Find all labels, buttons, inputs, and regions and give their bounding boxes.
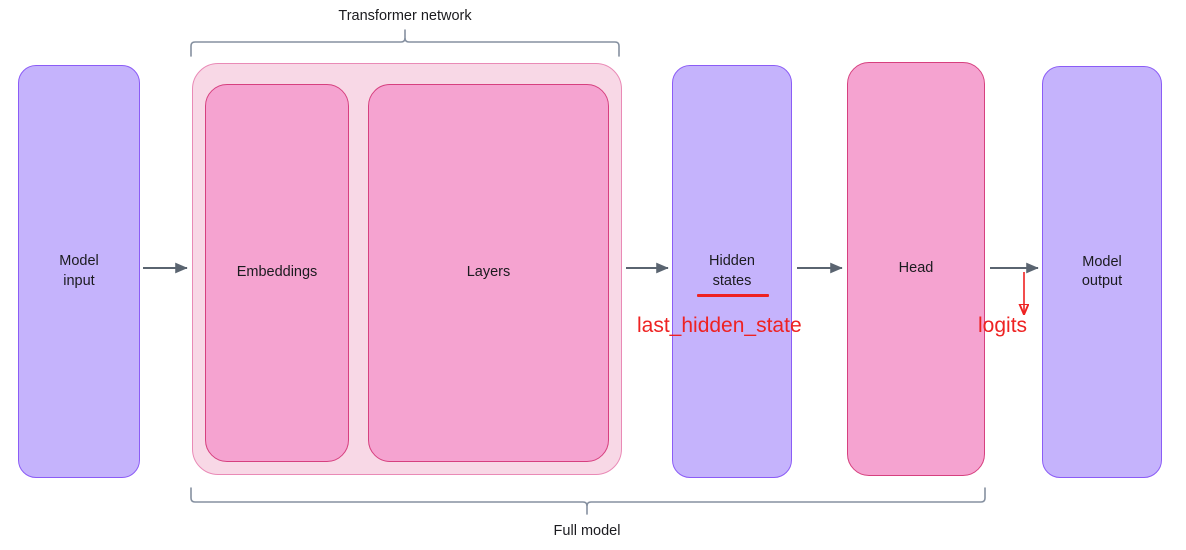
full-model-bracket-label: Full model xyxy=(553,523,621,539)
transformer-network-bracket-label: Transformer network xyxy=(338,8,472,24)
model-output-box[interactable]: Model output xyxy=(1042,66,1162,478)
layers-label: Layers xyxy=(466,264,511,281)
model-input-box[interactable]: Model input xyxy=(18,65,140,478)
head-label: Head xyxy=(898,260,934,277)
model-output-label: Model output xyxy=(1081,253,1123,289)
embeddings-label: Embeddings xyxy=(236,264,318,281)
hidden-states-underline xyxy=(697,294,769,297)
logits-annotation: logits xyxy=(978,314,1028,337)
embeddings-box[interactable]: Embeddings xyxy=(205,84,349,462)
layers-box[interactable]: Layers xyxy=(368,84,609,462)
full-model-bracket xyxy=(190,487,986,515)
last-hidden-state-annotation: last_hidden_state xyxy=(637,314,802,337)
head-box[interactable]: Head xyxy=(847,62,985,476)
model-input-label: Model input xyxy=(59,253,99,289)
hidden-states-label: Hidden states xyxy=(709,253,755,289)
transformer-network-bracket xyxy=(190,29,620,57)
hidden-states-box[interactable]: Hidden states xyxy=(672,65,792,478)
